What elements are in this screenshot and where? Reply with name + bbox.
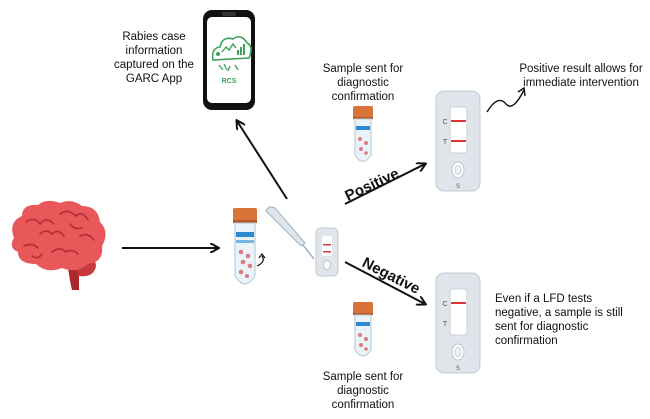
positive-arrow-label: Positive xyxy=(342,165,401,205)
sample-sent-top-label: Sample sent for diagnostic confirmation xyxy=(322,63,404,103)
control-mark: C xyxy=(442,119,447,126)
positive-note: Positive result allows for immediate int… xyxy=(519,63,643,89)
app-caption: Rabies case information captured on the … xyxy=(114,31,194,85)
app-logo-text: RCS xyxy=(222,78,237,85)
sample-mark: S xyxy=(456,184,460,190)
test-mark: T xyxy=(443,139,448,146)
sample-mark: S xyxy=(456,366,460,372)
negative-test-device: C T S xyxy=(435,272,481,374)
negative-arrow xyxy=(344,261,425,304)
negative-arrow-label: Negative xyxy=(359,254,422,298)
sample-tube-bottom xyxy=(353,302,373,357)
garc-app-logo-icon: RCS xyxy=(211,35,252,85)
control-mark: C xyxy=(442,301,447,308)
control-line xyxy=(451,302,466,304)
sample-sent-bottom-label: Sample sent for diagnostic confirmation xyxy=(322,371,404,411)
small-test-device xyxy=(315,227,339,277)
test-mark: T xyxy=(443,321,448,328)
positive-test-device: C T S xyxy=(435,90,481,192)
sample-tube-center xyxy=(233,208,257,285)
curly-arrow xyxy=(486,89,525,113)
sample-tube-top xyxy=(353,106,373,162)
negative-note: Even if a LFD tests negative, a sample i… xyxy=(495,293,623,347)
positive-arrow xyxy=(344,164,425,205)
control-line xyxy=(451,120,466,122)
phone-icon: RCS xyxy=(203,10,255,110)
dropper-icon xyxy=(265,206,315,260)
to-app-arrow xyxy=(237,121,288,200)
test-line xyxy=(451,140,466,142)
brain-icon xyxy=(11,200,106,290)
